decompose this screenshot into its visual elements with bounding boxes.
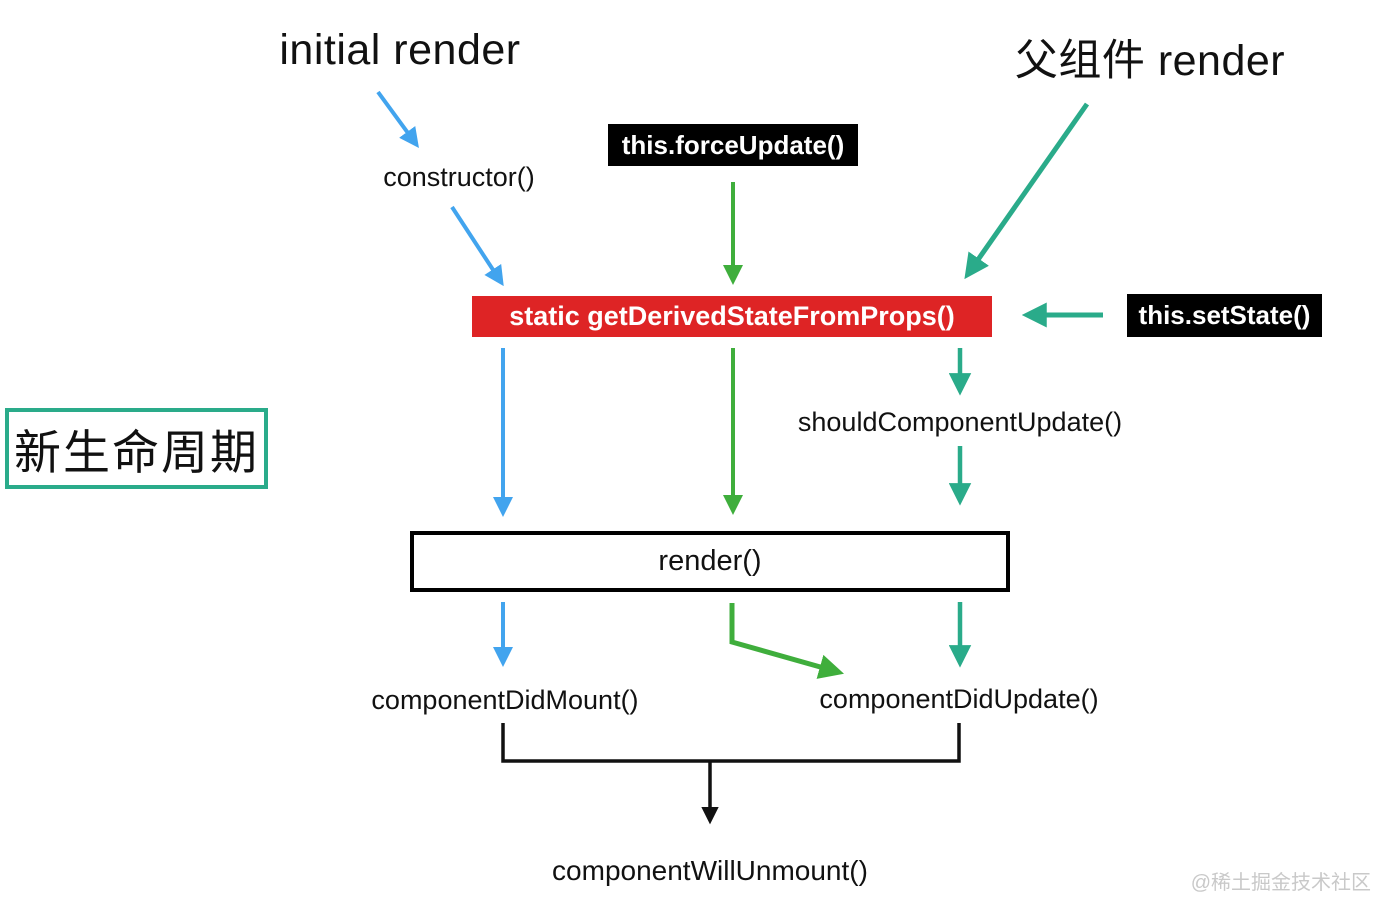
- node-set-state: this.setState(): [1127, 294, 1322, 337]
- node-force-update: this.forceUpdate(): [608, 124, 858, 166]
- node-should-component-update: shouldComponentUpdate(): [797, 407, 1123, 437]
- node-render: render(): [410, 531, 1010, 592]
- arrow-initial-render-to-constructor: [376, 90, 419, 149]
- node-component-did-update: componentDidUpdate(): [819, 684, 1099, 714]
- node-component-did-mount: componentDidMount(): [371, 685, 639, 715]
- side-label-new-lifecycle: 新生命周期: [5, 408, 268, 489]
- node-constructor: constructor(): [383, 162, 535, 192]
- node-component-will-unmount: componentWillUnmount(): [552, 855, 868, 886]
- node-get-derived-state-from-props: static getDerivedStateFromProps(): [472, 296, 992, 337]
- arrow-constructor-to-get-derived-state: [450, 205, 504, 287]
- arrow-parent-render-to-get-derived-state: [964, 102, 1090, 280]
- title-initial-render: initial render: [279, 26, 521, 74]
- bracket-did-mount-did-update: [501, 723, 961, 763]
- title-parent-render: 父组件 render: [1014, 37, 1286, 85]
- arrow-render-to-component-did-update-force: [729, 603, 845, 679]
- watermark: @稀土掘金技术社区: [1190, 872, 1371, 894]
